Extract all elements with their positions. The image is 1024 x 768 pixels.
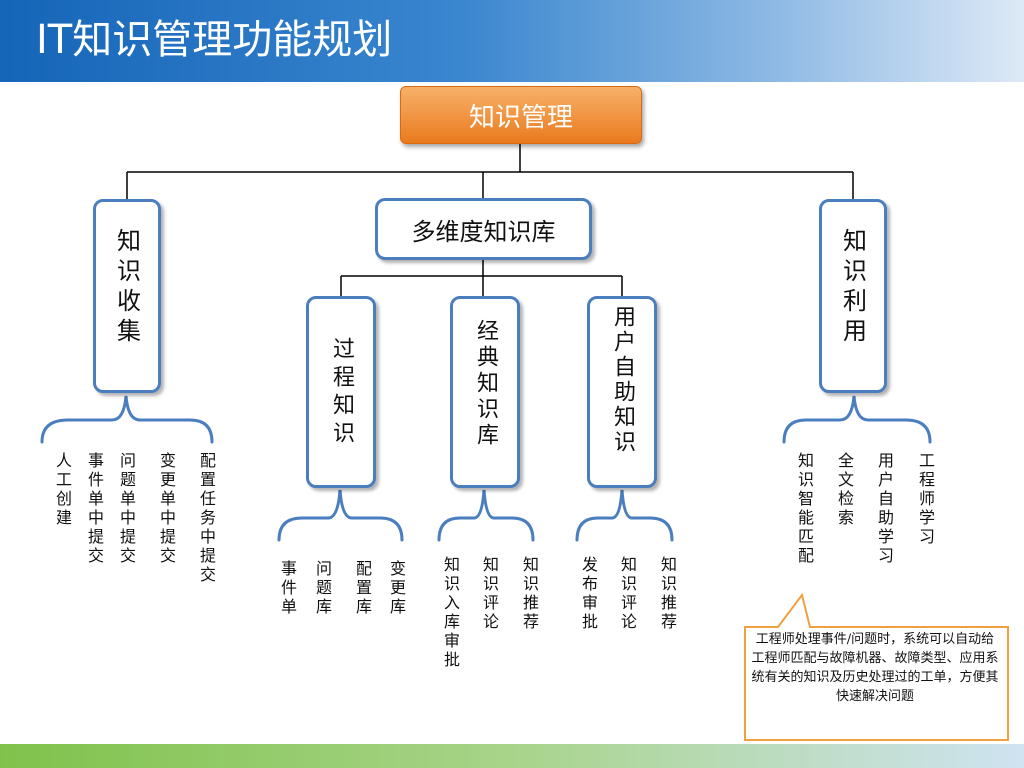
branch-multidimensional-repository: 多维度知识库 <box>375 198 592 260</box>
subbranch-self-help-knowledge-label: 用户自助知识 <box>610 305 635 455</box>
subbranch-classic-repository-label: 经典知识库 <box>473 319 498 449</box>
leaf-process-change: 变更库 <box>387 560 406 617</box>
leaf-process-config: 配置库 <box>353 560 372 617</box>
leaf-use-self-learning: 用户自助学习 <box>875 452 894 566</box>
callout-shape <box>744 592 1009 741</box>
leaf-process-incident: 事件单 <box>278 560 297 617</box>
brace-collect <box>40 395 214 444</box>
leaf-selfhelp-comment: 知识评论 <box>618 556 637 632</box>
leaf-classic-recommend: 知识推荐 <box>520 556 539 632</box>
subbranch-process-knowledge-label: 过程知识 <box>329 337 354 449</box>
root-node-knowledge-management: 知识管理 <box>400 86 642 144</box>
branch-multidimensional-repository-label: 多维度知识库 <box>411 217 556 246</box>
brace-classic <box>437 489 535 542</box>
branch-knowledge-collection-label: 知识收集 <box>112 228 141 348</box>
brace-use <box>782 395 932 444</box>
brace-selfhelp <box>575 489 674 542</box>
leaf-use-engineer-learning: 工程师学习 <box>916 452 935 547</box>
leaf-collect-change: 变更单中提交 <box>157 452 176 566</box>
leaf-collect-config: 配置任务中提交 <box>197 452 216 585</box>
root-node-label: 知识管理 <box>468 102 573 133</box>
subbranch-classic-repository: 经典知识库 <box>450 296 520 488</box>
leaf-collect-manual: 人工创建 <box>53 452 72 528</box>
leaf-use-smart-match: 知识智能匹配 <box>795 452 814 566</box>
branch-knowledge-collection: 知识收集 <box>93 199 161 393</box>
leaf-selfhelp-publish: 发布审批 <box>579 556 598 632</box>
leaf-use-fulltext-search: 全文检索 <box>835 452 854 528</box>
subbranch-process-knowledge: 过程知识 <box>306 296 376 488</box>
slide-footer-bar <box>0 744 1024 768</box>
leaf-process-problem: 问题库 <box>313 560 332 617</box>
leaf-collect-problem: 问题单中提交 <box>117 452 136 566</box>
leaf-collect-incident: 事件单中提交 <box>85 452 104 566</box>
branch-knowledge-use-label: 知识利用 <box>838 228 867 348</box>
brace-process <box>277 489 404 542</box>
slide-title: IT知识管理功能规划 <box>36 17 393 63</box>
slide-header: IT知识管理功能规划 <box>0 0 1024 82</box>
leaf-selfhelp-recommend: 知识推荐 <box>658 556 677 632</box>
callout-description: 工程师处理事件/问题时，系统可以自动给工程师匹配与故障机器、故障类型、应用系统有… <box>751 632 999 704</box>
leaf-classic-approval: 知识入库审批 <box>441 556 460 670</box>
branch-knowledge-use: 知识利用 <box>819 199 887 393</box>
leaf-classic-comment: 知识评论 <box>480 556 499 632</box>
subbranch-self-help-knowledge: 用户自助知识 <box>587 296 657 488</box>
